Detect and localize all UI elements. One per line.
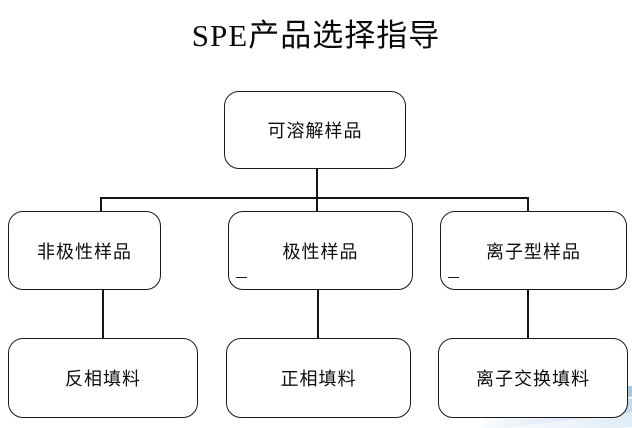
node-polar-sample[interactable]: 极性样品 [228,211,413,290]
node-reversed-phase-packing[interactable]: 反相填料 [8,338,198,418]
connector-drop-nonpolar [100,197,103,212]
node-soluble-sample[interactable]: 可溶解样品 [224,91,406,169]
stray-tick-mark-ionic [448,277,459,278]
node-ion-exchange-packing[interactable]: 离子交换填料 [438,338,628,418]
connector-ionic-to-ion-exchange [527,289,530,339]
node-normal-phase-packing[interactable]: 正相填料 [226,338,411,418]
page-title: SPE产品选择指导 [191,18,441,53]
connector-drop-ionic [527,197,530,212]
node-ionic-sample[interactable]: 离子型样品 [440,211,627,290]
connector-root-stem [316,168,319,199]
stray-tick-mark-polar [236,277,247,278]
connector-bus-bar [100,197,529,200]
node-nonpolar-sample[interactable]: 非极性样品 [8,211,161,290]
connector-polar-to-normal-phase [317,289,320,339]
connector-drop-polar [316,197,319,212]
connector-nonpolar-to-reversed-phase [102,289,105,339]
